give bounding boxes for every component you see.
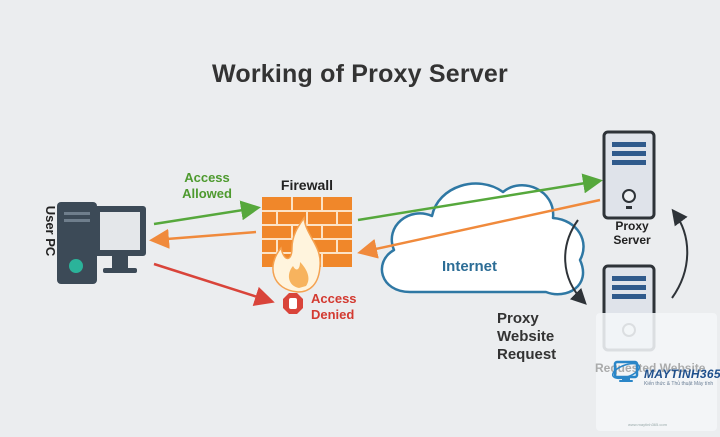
firewall-icon	[262, 197, 352, 293]
return-arrow-to-pc	[149, 228, 257, 249]
access-allowed-line-1: Access	[184, 170, 230, 185]
proxy-request-line-3: Request	[497, 346, 557, 363]
proxy-request-line-2: Website	[497, 328, 555, 345]
access-denied-label: Access Denied	[311, 291, 381, 323]
user-pc-icon	[57, 202, 146, 284]
watermark-tagline: Kiến thức & Thủ thuật Máy tính	[644, 381, 714, 387]
requested-website-label: Requested Website	[595, 361, 706, 375]
access-allowed-line-2: Allowed	[182, 186, 232, 201]
forward-arrow-to-proxy	[357, 173, 603, 222]
proxy-server-line-2: Server	[613, 233, 651, 247]
flame-icon	[272, 215, 321, 293]
internet-cloud	[380, 182, 585, 296]
return-arrow-to-firewall	[357, 198, 601, 259]
watermark-brand: MAYTINH365	[644, 367, 720, 381]
access-denied-line-1: Access	[311, 291, 357, 306]
stop-hand-icon	[283, 293, 303, 314]
watermark-logo-icon	[611, 360, 641, 382]
allowed-arrow	[153, 200, 261, 226]
proxy-server-label: Proxy Server	[594, 219, 670, 247]
proxy-server-line-1: Proxy	[615, 219, 649, 233]
internet-label: Internet	[442, 258, 498, 275]
watermark-url: www.maytinh365.com	[628, 422, 667, 427]
denied-arrow	[153, 262, 275, 306]
website-to-proxy-arrow	[671, 208, 689, 299]
proxy-to-website-arrow	[564, 219, 587, 305]
access-denied-line-2: Denied	[311, 307, 355, 322]
proxy-request-label: Proxy Website Request	[497, 310, 556, 364]
user-pc-label: User PC	[43, 205, 58, 257]
access-allowed-label: Access Allowed	[160, 170, 254, 202]
firewall-label: Firewall	[280, 177, 334, 193]
proxy-request-line-1: Proxy	[497, 310, 539, 327]
proxy-server-icon	[602, 130, 656, 220]
diagram-title: Working of Proxy Server	[212, 60, 508, 88]
